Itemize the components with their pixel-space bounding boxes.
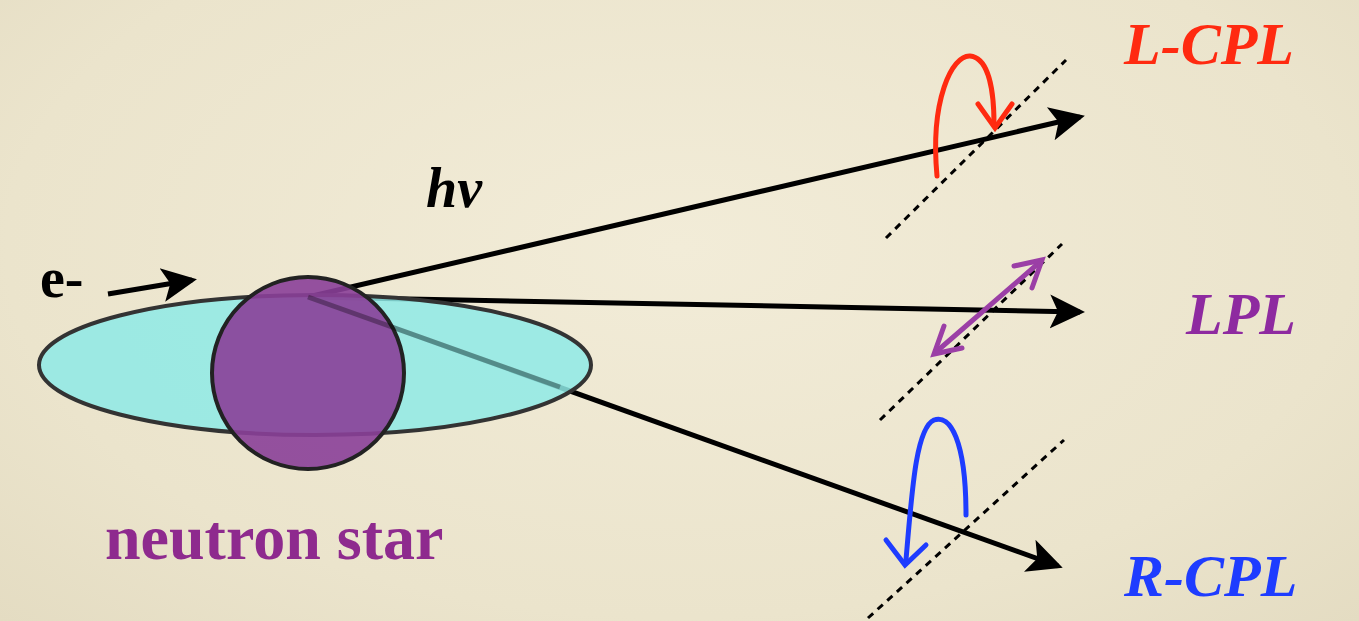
linear-polarization-arrow [934,260,1042,354]
electron-arrow [108,280,192,294]
photon-label: hv [426,160,482,216]
electron-label: e- [40,250,84,306]
star-label: neutron star [105,506,443,570]
left-circular-arrow [936,56,1012,176]
polarization-planes [868,60,1066,618]
polarization-label: LPL [1186,284,1296,344]
right-circular-arrow [886,419,966,565]
polarization-label: R-CPL [1124,546,1297,606]
neutron-star-circle [212,277,404,469]
polarization-label: L-CPL [1124,14,1294,74]
